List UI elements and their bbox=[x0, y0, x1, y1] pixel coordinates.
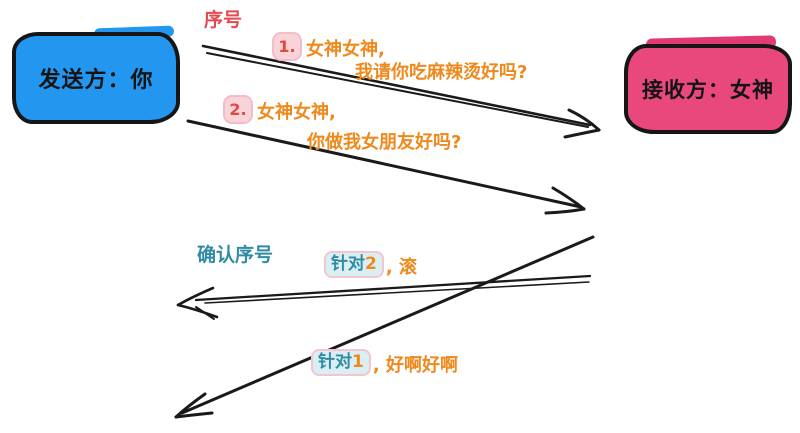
message2-seq-number: 2. bbox=[229, 100, 247, 119]
ack2-badge: 针对2 bbox=[324, 251, 384, 279]
message1-seq-number: 1. bbox=[278, 37, 296, 56]
ack2-badge-number: 2 bbox=[365, 254, 377, 274]
ack2-badge-prefix: 针对 bbox=[331, 254, 365, 274]
sender-node: 发送方：你 bbox=[12, 32, 180, 124]
receiver-node: 接收方：女神 bbox=[624, 44, 792, 134]
message2-text-line1: 女神女神, bbox=[257, 102, 336, 123]
sender-label: 发送方：你 bbox=[38, 68, 154, 93]
ack1-badge: 针对1 bbox=[311, 349, 371, 377]
ack2-arrow bbox=[176, 274, 592, 320]
receiver-label: 接收方：女神 bbox=[642, 78, 774, 102]
ack1-badge-prefix: 针对 bbox=[318, 352, 352, 372]
message2-text-line2: 你做我女朋友好吗? bbox=[307, 132, 462, 153]
ack2-row: 针对2 , 滚 bbox=[324, 251, 417, 279]
message1-seq-badge: 1. bbox=[272, 32, 302, 61]
ack-number-label: 确认序号 bbox=[197, 244, 274, 266]
ack1-badge-number: 1 bbox=[352, 352, 364, 372]
ack1-arrow bbox=[174, 235, 595, 419]
message1-text-line2: 我请你吃麻辣烫好吗? bbox=[355, 62, 528, 83]
ack1-row: 针对1 , 好啊好啊 bbox=[311, 349, 458, 377]
message1-arrow bbox=[201, 44, 601, 139]
sequence-number-label: 序号 bbox=[204, 9, 243, 31]
message1-text-line1: 女神女神, bbox=[306, 39, 385, 60]
message2-arrow bbox=[186, 119, 586, 215]
ack2-reply-text: , 滚 bbox=[385, 257, 417, 278]
ack1-reply-text: , 好啊好啊 bbox=[372, 355, 458, 376]
message2-seq-badge: 2. bbox=[223, 95, 253, 124]
